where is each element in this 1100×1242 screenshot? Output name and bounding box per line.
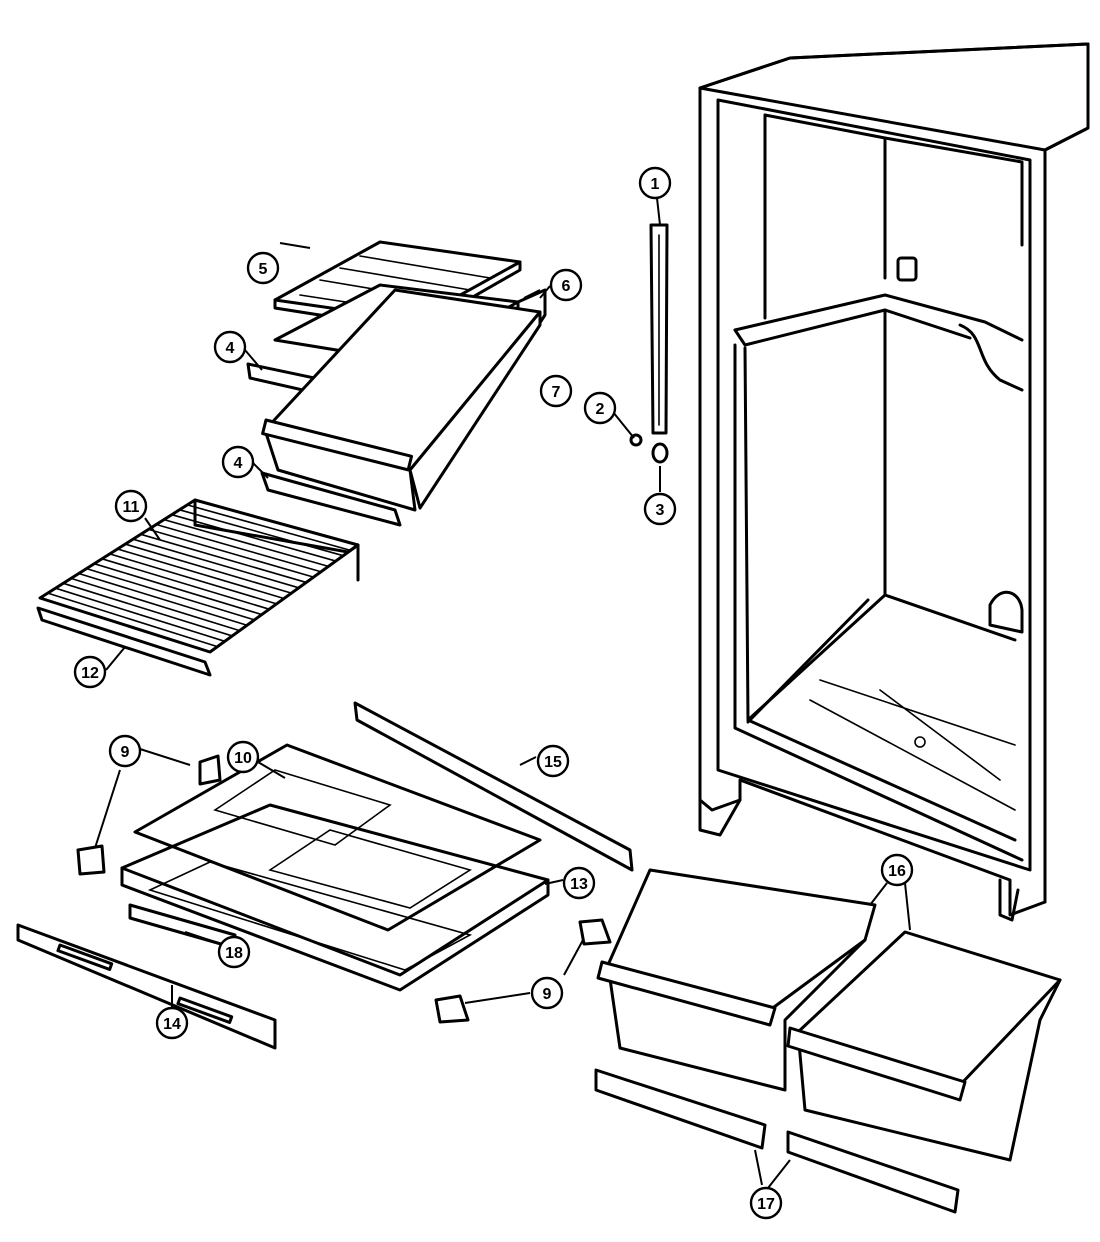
callout-label: 18 bbox=[225, 945, 243, 962]
callout-label: 3 bbox=[656, 502, 665, 519]
lower-drawer-assembly bbox=[16, 701, 634, 1050]
callout-label: 6 bbox=[562, 278, 571, 295]
callout-label: 9 bbox=[543, 986, 552, 1003]
wire-rod bbox=[124, 543, 293, 594]
crisper-bins bbox=[594, 868, 1062, 1214]
wire-rod bbox=[46, 592, 219, 648]
callout-label: 17 bbox=[757, 1196, 775, 1213]
callout-5: 5 bbox=[246, 251, 280, 285]
callout-7: 7 bbox=[539, 374, 573, 408]
wire-shelf-assembly bbox=[36, 498, 360, 677]
callout-label: 16 bbox=[888, 863, 906, 880]
wire-rod bbox=[70, 577, 241, 632]
callout-9-upper: 9 bbox=[108, 734, 142, 768]
callout-label: 4 bbox=[226, 340, 235, 357]
callout-label: 15 bbox=[544, 754, 562, 771]
callout-1: 1 bbox=[638, 166, 672, 200]
callout-11: 11 bbox=[114, 489, 148, 523]
wire-rod bbox=[93, 562, 263, 616]
callout-4-upper: 4 bbox=[213, 330, 247, 364]
callout-18: 18 bbox=[217, 935, 251, 969]
callout-label: 1 bbox=[651, 176, 660, 193]
wire-rod bbox=[178, 508, 345, 557]
callout-15: 15 bbox=[536, 744, 570, 778]
wire-rod bbox=[170, 513, 337, 562]
callout-label: 12 bbox=[81, 665, 99, 682]
callout-13: 13 bbox=[562, 866, 596, 900]
callout-10: 10 bbox=[226, 740, 260, 774]
callout-label: 14 bbox=[163, 1016, 181, 1033]
refrigerator-cabinet bbox=[698, 42, 1090, 922]
callout-2: 2 bbox=[583, 391, 617, 425]
wire-rod bbox=[139, 533, 308, 584]
wire-rod bbox=[147, 528, 315, 578]
wire-rod bbox=[85, 567, 256, 621]
hinge-bracket-rail bbox=[629, 223, 669, 464]
callout-3: 3 bbox=[643, 492, 677, 526]
leader-lines bbox=[94, 197, 911, 1189]
callout-label: 11 bbox=[123, 499, 140, 516]
upper-shelf-assembly bbox=[246, 240, 547, 527]
wire-rod bbox=[62, 582, 233, 637]
callout-17: 17 bbox=[749, 1186, 783, 1220]
wire-rod bbox=[108, 553, 278, 605]
callout-label: 2 bbox=[596, 401, 605, 418]
callout-4-lower: 4 bbox=[221, 445, 255, 479]
wire-rod bbox=[132, 538, 300, 589]
wire-rod bbox=[54, 587, 226, 643]
callout-label: 4 bbox=[234, 455, 243, 472]
callout-label: 13 bbox=[570, 876, 588, 893]
callout-label: 10 bbox=[234, 750, 252, 767]
wire-rod bbox=[186, 504, 352, 552]
callout-14: 14 bbox=[155, 1006, 189, 1040]
wire-rod bbox=[163, 518, 330, 568]
wire-rod bbox=[116, 548, 285, 600]
wire-rod bbox=[101, 557, 271, 611]
callout-label: 5 bbox=[259, 261, 268, 278]
callout-label: 7 bbox=[552, 384, 561, 401]
callout-6: 6 bbox=[549, 268, 583, 302]
callout-12: 12 bbox=[73, 655, 107, 689]
callout-label: 9 bbox=[121, 744, 130, 761]
wire-rod bbox=[77, 572, 248, 627]
wire-rod bbox=[155, 523, 322, 573]
callout-9-lower: 9 bbox=[530, 976, 564, 1010]
callout-16: 16 bbox=[880, 853, 914, 887]
